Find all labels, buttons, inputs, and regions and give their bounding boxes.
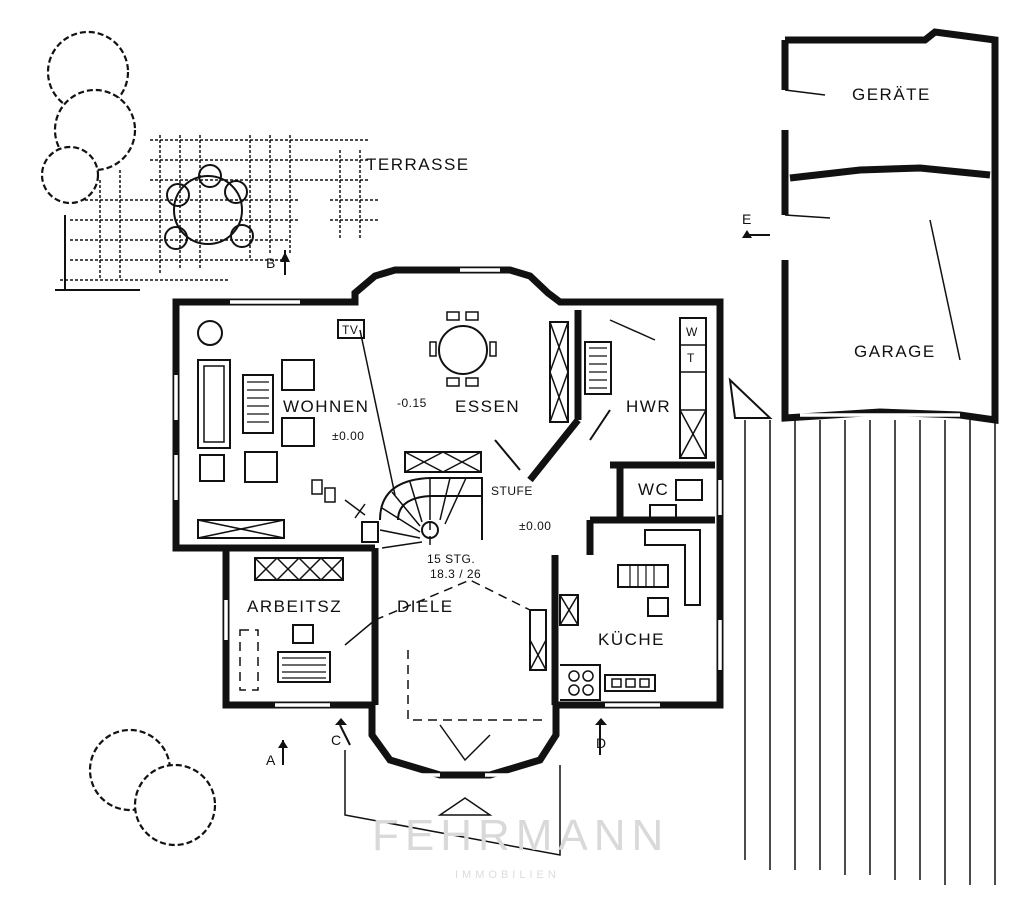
room-label-kueche: KÜCHE: [598, 630, 665, 649]
room-label-hwr: HWR: [626, 397, 671, 416]
entrance-path: [344, 750, 561, 856]
section-a-arrow: [278, 740, 288, 748]
driveway: [744, 420, 996, 885]
wc-fixtures: [649, 479, 703, 520]
level-diele: ±0.00: [519, 519, 551, 533]
tv-label: TV: [342, 323, 358, 337]
entrance-dashed-line: [407, 650, 545, 721]
garage-step: [728, 377, 773, 419]
section-e-label: E: [742, 211, 751, 227]
room-label-arbeitsz: ARBEITSZ: [247, 597, 342, 616]
room-label-diele: DIELE: [397, 597, 454, 616]
section-c-arrow: [335, 718, 347, 725]
study-furniture: [239, 557, 376, 691]
staircase: [354, 477, 483, 549]
terrace-table: [164, 164, 254, 250]
geraete-door-swing: [784, 89, 826, 96]
entrance-door-swing: [439, 724, 491, 762]
tree-cluster-top: [40, 30, 137, 205]
level-essen: -0.15: [397, 396, 427, 410]
terrace-paving: [55, 135, 380, 291]
dining-furniture: [359, 311, 569, 496]
room-label-geraete: GERÄTE: [852, 85, 931, 104]
section-b-label: B: [266, 255, 275, 271]
room-label-terrasse: TERRASSE: [366, 155, 470, 174]
stair-count: 15 STG.: [427, 552, 475, 566]
level-wohnen: ±0.00: [332, 429, 364, 443]
washer-label: W: [686, 325, 698, 339]
main-house-walls: [172, 266, 724, 779]
utility-room-furniture: [584, 317, 707, 459]
kitchen-furniture: [529, 529, 701, 701]
tree-cluster-bottom: [88, 728, 217, 847]
section-d-arrow: [595, 718, 607, 725]
diele-dashed-line: [374, 579, 531, 621]
section-d-label: D: [596, 735, 606, 751]
section-e-arrow: [742, 230, 752, 238]
entrance-step: [437, 797, 493, 816]
garage-door-swing: [784, 214, 831, 219]
room-label-wc: WC: [638, 480, 669, 499]
room-label-wohnen: WOHNEN: [283, 397, 369, 416]
section-b-arrow: [280, 252, 290, 262]
stair-ratio: 18.3 / 26: [430, 567, 481, 581]
living-room-furniture: [197, 319, 366, 539]
section-c-label: C: [331, 732, 341, 748]
room-label-essen: ESSEN: [455, 397, 520, 416]
dryer-label: T: [687, 351, 695, 365]
watermark-logo: FEHRMANN: [372, 811, 669, 860]
stufe-label: STUFE: [491, 484, 533, 498]
room-label-garage: GARAGE: [854, 342, 936, 361]
garage-roof-line: [929, 219, 961, 361]
watermark-sub: IMMOBILIEN: [455, 869, 560, 881]
section-a-label: A: [266, 752, 276, 768]
